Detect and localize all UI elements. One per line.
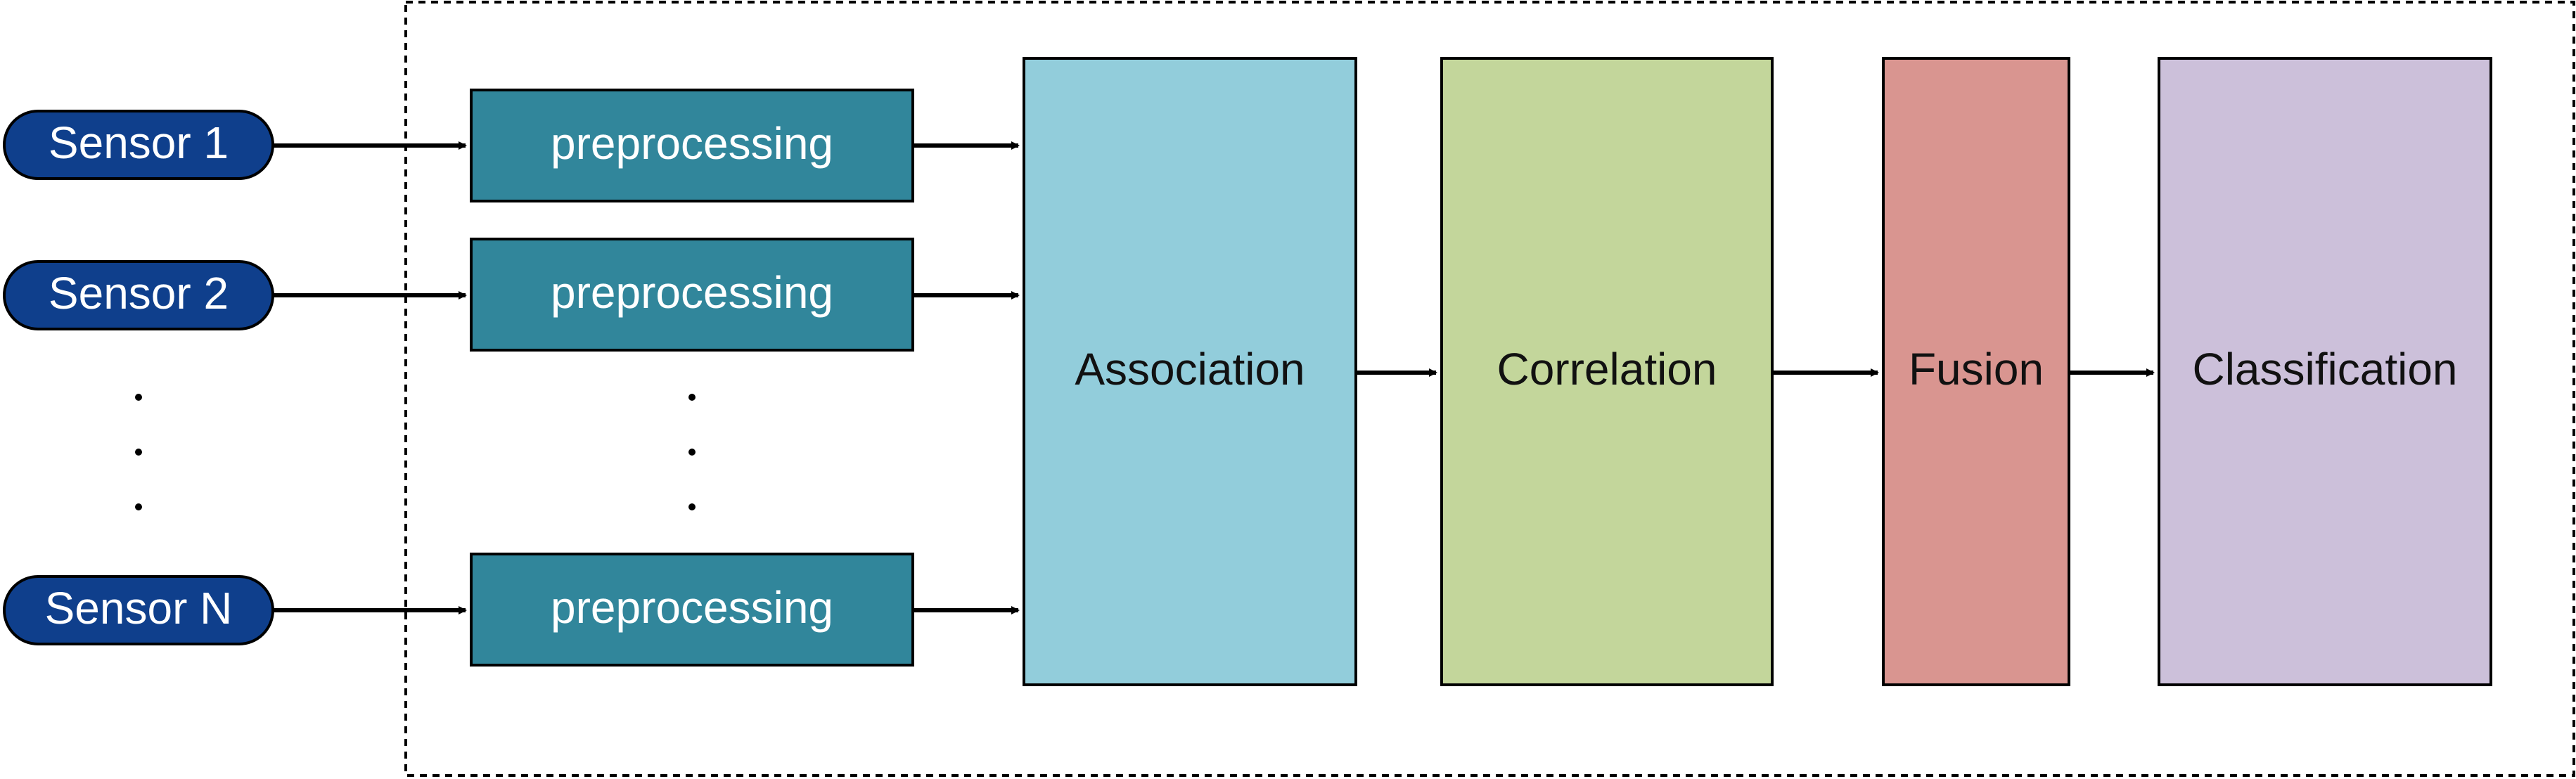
correlation-box bbox=[1440, 57, 1774, 686]
preprocessing-shape bbox=[470, 553, 914, 667]
association-label: Association bbox=[1075, 344, 1305, 394]
sensor-shape bbox=[3, 575, 274, 645]
fusion-label: Fusion bbox=[1909, 344, 2044, 394]
sensor-shape bbox=[3, 110, 274, 180]
stage-association: Association bbox=[1023, 57, 1357, 686]
sensor-node-2: Sensor 2 bbox=[3, 260, 274, 330]
sensor-node-1: Sensor 1 bbox=[3, 110, 274, 180]
sensor-arrows bbox=[273, 141, 467, 614]
sensor-node-n: Sensor N bbox=[3, 575, 274, 645]
preprocessing-node-1: preprocessing bbox=[470, 89, 914, 202]
sensor-shape bbox=[3, 260, 274, 330]
stage-fusion: Fusion bbox=[1882, 57, 2070, 686]
classification-label: Classification bbox=[2192, 344, 2457, 394]
stage-correlation: Correlation bbox=[1440, 57, 1774, 686]
association-box bbox=[1023, 57, 1357, 686]
stage-classification: Classification bbox=[2158, 57, 2492, 686]
classification-box bbox=[2158, 57, 2492, 686]
preprocessing-node-2: preprocessing bbox=[470, 238, 914, 352]
preprocessing-arrows bbox=[913, 141, 1020, 614]
preprocessing-label: preprocessing bbox=[551, 267, 833, 318]
sensor-label: Sensor 2 bbox=[49, 268, 229, 318]
preprocessing-label: preprocessing bbox=[551, 582, 833, 633]
vertical-dots-icon bbox=[135, 394, 142, 510]
vertical-dots-icon bbox=[688, 394, 696, 510]
sensor-label: Sensor N bbox=[45, 583, 233, 633]
preprocessing-shape bbox=[470, 238, 914, 352]
sensor-label: Sensor 1 bbox=[49, 117, 229, 168]
system-boundary bbox=[404, 1, 2575, 777]
fusion-box bbox=[1882, 57, 2070, 686]
preprocessing-label: preprocessing bbox=[551, 118, 833, 169]
correlation-label: Correlation bbox=[1497, 344, 1717, 394]
preprocessing-node-n: preprocessing bbox=[470, 553, 914, 667]
preprocessing-shape bbox=[470, 89, 914, 202]
